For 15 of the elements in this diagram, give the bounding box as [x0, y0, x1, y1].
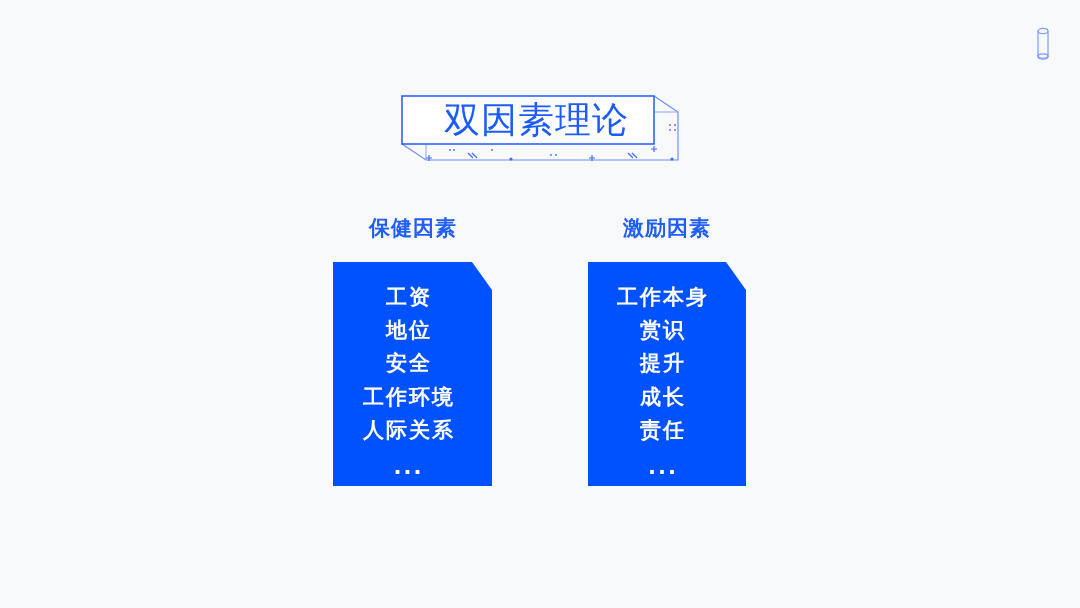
list-item: 人际关系	[362, 419, 455, 441]
list-item: 安全	[385, 352, 432, 374]
title-text: 双因素理论	[443, 102, 629, 138]
list-item: 责任	[640, 419, 686, 441]
list-item: ...	[648, 456, 678, 478]
list-item: 赏识	[640, 319, 686, 341]
card-heading: 保健因素	[368, 217, 457, 239]
list-item: 成长	[640, 386, 686, 408]
list-item: ...	[393, 456, 424, 478]
list-item: 工资	[385, 286, 432, 308]
list-item: 工作本身	[617, 286, 709, 308]
card-heading: 激励因素	[623, 217, 711, 239]
list-item: 工作环境	[362, 386, 455, 408]
list-item: 地位	[385, 319, 432, 341]
list-item: 提升	[640, 352, 686, 374]
